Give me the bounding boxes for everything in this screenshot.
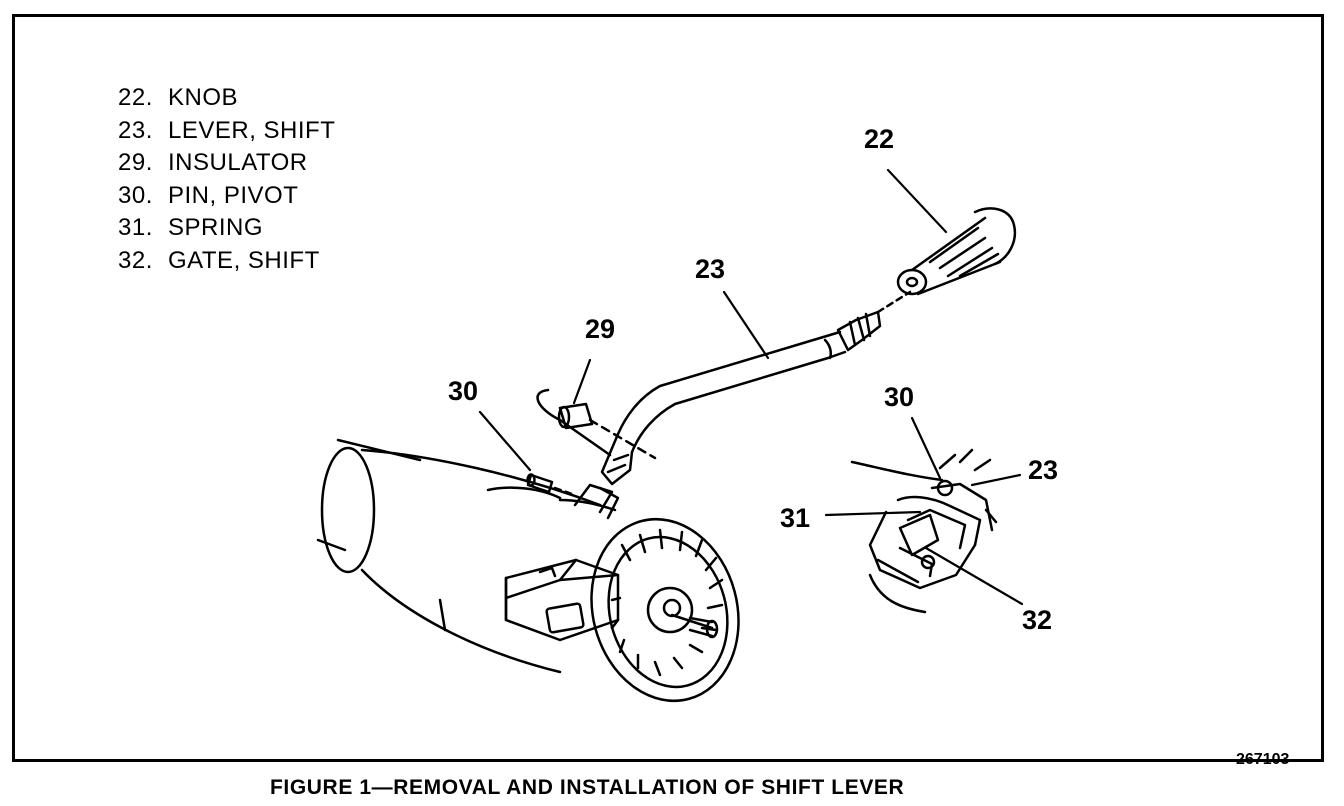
callout-knob: 22 (864, 124, 895, 154)
callout-gate: 32 (1022, 605, 1053, 635)
insulator (536, 388, 657, 460)
figure-caption: FIGURE 1—REMOVAL AND INSTALLATION OF SHI… (270, 776, 905, 799)
callout-lever-detail: 23 (1028, 455, 1059, 485)
legend-item-lever: 23. LEVER, SHIFT (118, 115, 335, 148)
callout-lever: 23 (695, 254, 726, 284)
figure-number: 267103 (1236, 751, 1290, 768)
knob (896, 207, 1017, 296)
legend-number: 23. (118, 116, 153, 144)
parts-legend: 22. KNOB 23. LEVER, SHIFT 29. INSULATOR 30.… (118, 82, 335, 277)
legend-item-knob: 22. KNOB (118, 82, 335, 115)
legend-label: LEVER, SHIFT (168, 116, 336, 144)
leader-lines (478, 168, 1024, 606)
legend-number: 30. (118, 181, 153, 209)
legend-number: 31. (118, 214, 153, 241)
legend-label: INSULATOR (168, 149, 308, 176)
legend-number: 22. (118, 84, 153, 111)
detail-view (850, 448, 998, 614)
callout-pin-main: 30 (448, 376, 479, 406)
pivot-pin-main (526, 473, 574, 496)
legend-number: 29. (118, 149, 153, 176)
callout-insulator: 29 (585, 314, 616, 344)
callout-pin-detail: 30 (884, 382, 915, 412)
legend-number: 32. (118, 246, 153, 274)
legend-item-pin: 30. PIN, PIVOT (118, 180, 335, 213)
callout-spring: 31 (780, 503, 811, 533)
legend-label: PIN, PIVOT (168, 181, 299, 209)
legend-item-insulator: 29. INSULATOR (118, 147, 335, 180)
legend-label: GATE, SHIFT (168, 246, 320, 274)
diagram-frame (12, 14, 1324, 762)
legend-label: KNOB (168, 84, 239, 111)
legend-label: SPRING (168, 214, 264, 241)
legend-item-gate: 32. GATE, SHIFT (118, 245, 335, 278)
legend-item-spring: 31. SPRING (118, 212, 335, 245)
shift-lever (600, 290, 912, 486)
steering-column (316, 438, 740, 703)
